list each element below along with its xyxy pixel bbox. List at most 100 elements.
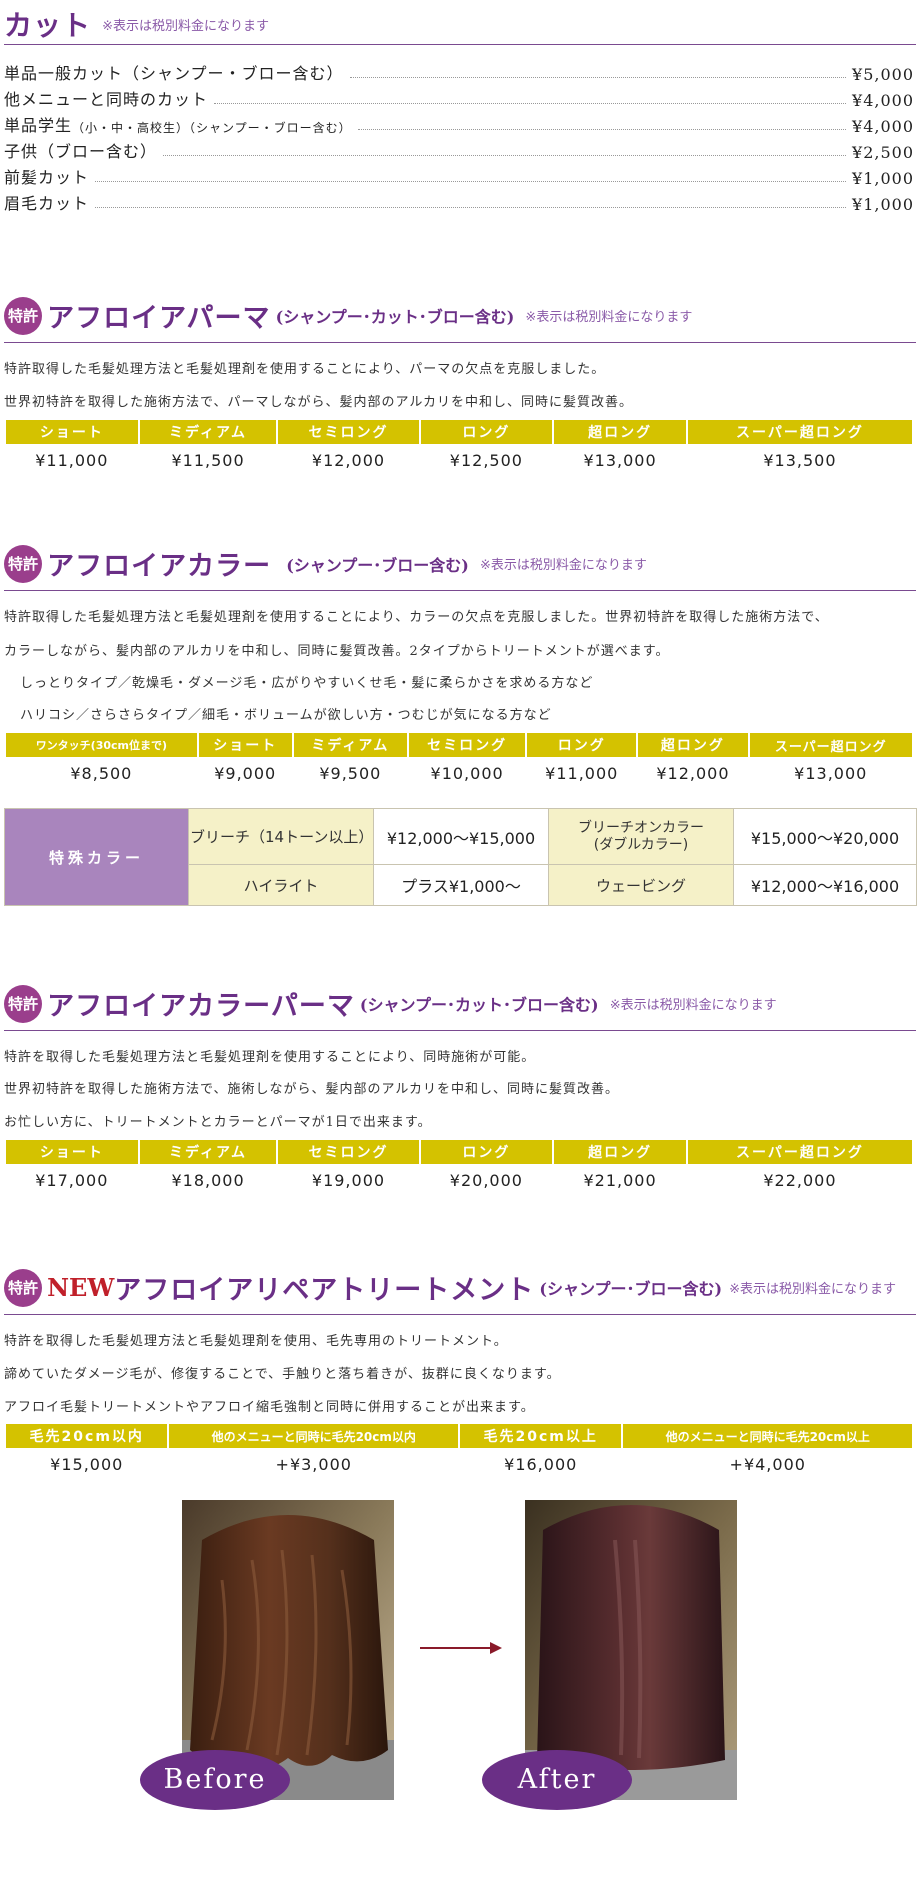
perm-title: アフロイアパーマ	[47, 303, 271, 334]
col-semilong: セミロング	[409, 733, 526, 757]
col-long: ロング	[527, 733, 637, 757]
cut-label: 前髪カット	[4, 168, 90, 187]
col-combo-over20: 他のメニューと同時に毛先20cm以上	[623, 1424, 912, 1448]
color-desc-4: ハリコシ／さらさらタイプ／細毛・ボリュームが欲しい方・つむじが気になる方など	[20, 708, 552, 723]
patent-badge: 特許	[4, 544, 42, 583]
colorperm-sub: (シャンプー･カット･ブロー含む)	[359, 995, 599, 1015]
repair-title: アフロイアリペアトリートメント	[114, 1275, 535, 1306]
cut-row-2: 他メニューと同時のカット ¥4,000	[4, 86, 914, 110]
cut-row-5: 前髪カット ¥1,000	[4, 164, 914, 188]
col-long: ロング	[420, 420, 553, 444]
cut-label: 単品一般カット（シャンプー・ブロー含む）	[4, 64, 344, 83]
price-cell: ¥22,000	[763, 1170, 837, 1190]
patent-badge: 特許	[4, 984, 42, 1023]
cut-header: カット ※表示は税別料金になります	[4, 4, 916, 45]
repair-price-table: 毛先20cm以内 他のメニューと同時に毛先20cm以内 毛先20cm以上 他のメ…	[4, 1424, 914, 1480]
color-title: アフロイアカラー	[47, 551, 272, 582]
price-cell: ¥18,000	[171, 1170, 245, 1190]
col-xlong: 超ロング	[554, 1140, 686, 1164]
new-label: NEW	[47, 1273, 115, 1302]
colorperm-header: 特許 アフロイアカラーパーマ (シャンプー･カット･ブロー含む) ※表示は税別料…	[4, 984, 916, 1031]
col-semilong: セミロング	[278, 420, 419, 444]
col-superlong: スーパー超ロング	[687, 1140, 912, 1164]
price-cell: ¥20,000	[449, 1170, 523, 1190]
highlight-label: ハイライト	[188, 864, 374, 906]
col-combo-under20: 他のメニューと同時に毛先20cm以内	[169, 1424, 458, 1448]
color-desc-1: 特許取得した毛髪処理方法と毛髪処理剤を使用することにより、カラーの欠点を克服しま…	[4, 610, 829, 625]
col-superlong: スーパー超ロング	[749, 733, 912, 757]
repair-desc-3: アフロイ毛髪トリートメントやアフロイ縮毛強制と同時に併用することが出来ます。	[4, 1400, 535, 1415]
bleach-price: ¥12,000〜¥15,000	[373, 807, 549, 866]
weaving-price: ¥12,000〜¥16,000	[733, 864, 917, 906]
cut-price: ¥1,000	[852, 195, 914, 214]
col-long: ロング	[420, 1140, 553, 1164]
cut-label: 単品学生	[4, 116, 73, 135]
colorperm-desc-2: 世界初特許を取得した施術方法で、施術しながら、髪内部のアルカリを中和し、同時に髪…	[4, 1082, 619, 1097]
bleach-label: ブリーチ（14トーン以上）	[188, 807, 374, 866]
bleach-on-price: ¥15,000〜¥20,000	[733, 807, 917, 866]
perm-sub: (シャンプー･カット･ブロー含む)	[275, 307, 515, 327]
cut-price: ¥5,000	[852, 65, 914, 84]
color-sub: (シャンプー･ブロー含む)	[286, 555, 469, 575]
patent-badge: 特許	[4, 296, 42, 335]
leader-dots	[95, 181, 847, 182]
colorperm-title: アフロイアカラーパーマ	[47, 991, 355, 1022]
bleach-on-line2: (ダブルカラー)	[593, 836, 689, 853]
col-superlong: スーパー超ロング	[687, 420, 912, 444]
price-cell: ¥13,000	[794, 763, 868, 783]
repair-sub: (シャンプー･ブロー含む)	[539, 1279, 723, 1299]
cut-label: 眉毛カット	[4, 194, 90, 213]
price-cell: ¥12,000	[311, 450, 386, 470]
color-price-table: ワンタッチ(30cm位まで) ショート ミディアム セミロング ロング 超ロング…	[4, 733, 914, 789]
weaving-label: ウェービング	[548, 864, 734, 906]
before-photo	[182, 1500, 394, 1800]
color-desc-2: カラーしながら、髪内部のアルカリを中和し、同時に髪質改善。2タイプからトリートメ…	[4, 644, 670, 659]
price-cell: ¥11,000	[35, 450, 109, 470]
price-cell: +¥3,000	[275, 1454, 352, 1474]
perm-desc-1: 特許取得した毛髪処理方法と毛髪処理剤を使用することにより、パーマの欠点を克服しま…	[4, 362, 606, 377]
price-cell: ¥9,000	[214, 763, 277, 783]
cut-label: 他メニューと同時のカット	[4, 90, 209, 109]
cut-row-4: 子供（ブロー含む） ¥2,500	[4, 138, 914, 162]
cut-label-small: （小・中・高校生）（シャンプー・ブロー含む）	[72, 121, 352, 135]
price-cell: ¥9,500	[319, 763, 382, 783]
leader-dots	[357, 129, 847, 130]
col-xlong: 超ロング	[554, 420, 686, 444]
col-onetouch: ワンタッチ(30cm位まで)	[6, 733, 197, 757]
cut-price: ¥4,000	[852, 91, 914, 110]
price-cell: ¥11,000	[545, 763, 619, 783]
price-cell: ¥16,000	[504, 1454, 578, 1474]
cut-price: ¥2,500	[852, 143, 914, 162]
price-cell: ¥13,000	[583, 450, 657, 470]
col-short: ショート	[6, 420, 138, 444]
leader-dots	[163, 155, 847, 156]
arrow-right-icon	[420, 1642, 502, 1654]
patent-badge: 特許	[4, 1268, 42, 1307]
cut-price: ¥4,000	[852, 117, 914, 136]
price-cell: ¥19,000	[311, 1170, 386, 1190]
cut-row-3: 単品学生 （小・中・高校生）（シャンプー・ブロー含む） ¥4,000	[4, 112, 914, 136]
price-cell: ¥12,500	[449, 450, 523, 470]
col-under20: 毛先20cm以内	[6, 1424, 168, 1448]
color-header: 特許 アフロイアカラー (シャンプー･ブロー含む) ※表示は税別料金になります	[4, 544, 916, 591]
after-label: After	[482, 1750, 632, 1810]
price-cell: ¥8,500	[70, 763, 133, 783]
perm-note: ※表示は税別料金になります	[525, 310, 693, 325]
bleach-on-label: ブリーチオンカラー (ダブルカラー)	[548, 807, 734, 866]
repair-desc-1: 特許を取得した毛髪処理方法と毛髪処理剤を使用、毛先専用のトリートメント。	[4, 1334, 508, 1349]
col-short: ショート	[198, 733, 292, 757]
price-cell: ¥12,000	[656, 763, 730, 783]
bleach-on-line1: ブリーチオンカラー	[578, 819, 704, 836]
special-color-label: 特殊カラー	[4, 808, 189, 906]
repair-note: ※表示は税別料金になります	[729, 1282, 897, 1297]
perm-desc-2: 世界初特許を取得した施術方法で、パーマしながら、髪内部のアルカリを中和し、同時に…	[4, 395, 633, 410]
colorperm-desc-1: 特許を取得した毛髪処理方法と毛髪処理剤を使用することにより、同時施術が可能。	[4, 1050, 536, 1065]
cut-label: 子供（ブロー含む）	[4, 142, 158, 161]
before-hair-image	[182, 1500, 394, 1800]
special-color-table: 特殊カラー ブリーチ（14トーン以上） ¥12,000〜¥15,000 ブリーチ…	[4, 807, 917, 906]
colorperm-price-table: ショート ミディアム セミロング ロング 超ロング スーパー超ロング ¥17,0…	[4, 1140, 914, 1196]
price-cell: ¥13,500	[763, 450, 837, 470]
perm-header: 特許 アフロイアパーマ (シャンプー･カット･ブロー含む) ※表示は税別料金にな…	[4, 296, 916, 343]
repair-header: 特許 NEWアフロイアリペアトリートメント (シャンプー･ブロー含む) ※表示は…	[4, 1268, 916, 1315]
col-xlong: 超ロング	[638, 733, 748, 757]
